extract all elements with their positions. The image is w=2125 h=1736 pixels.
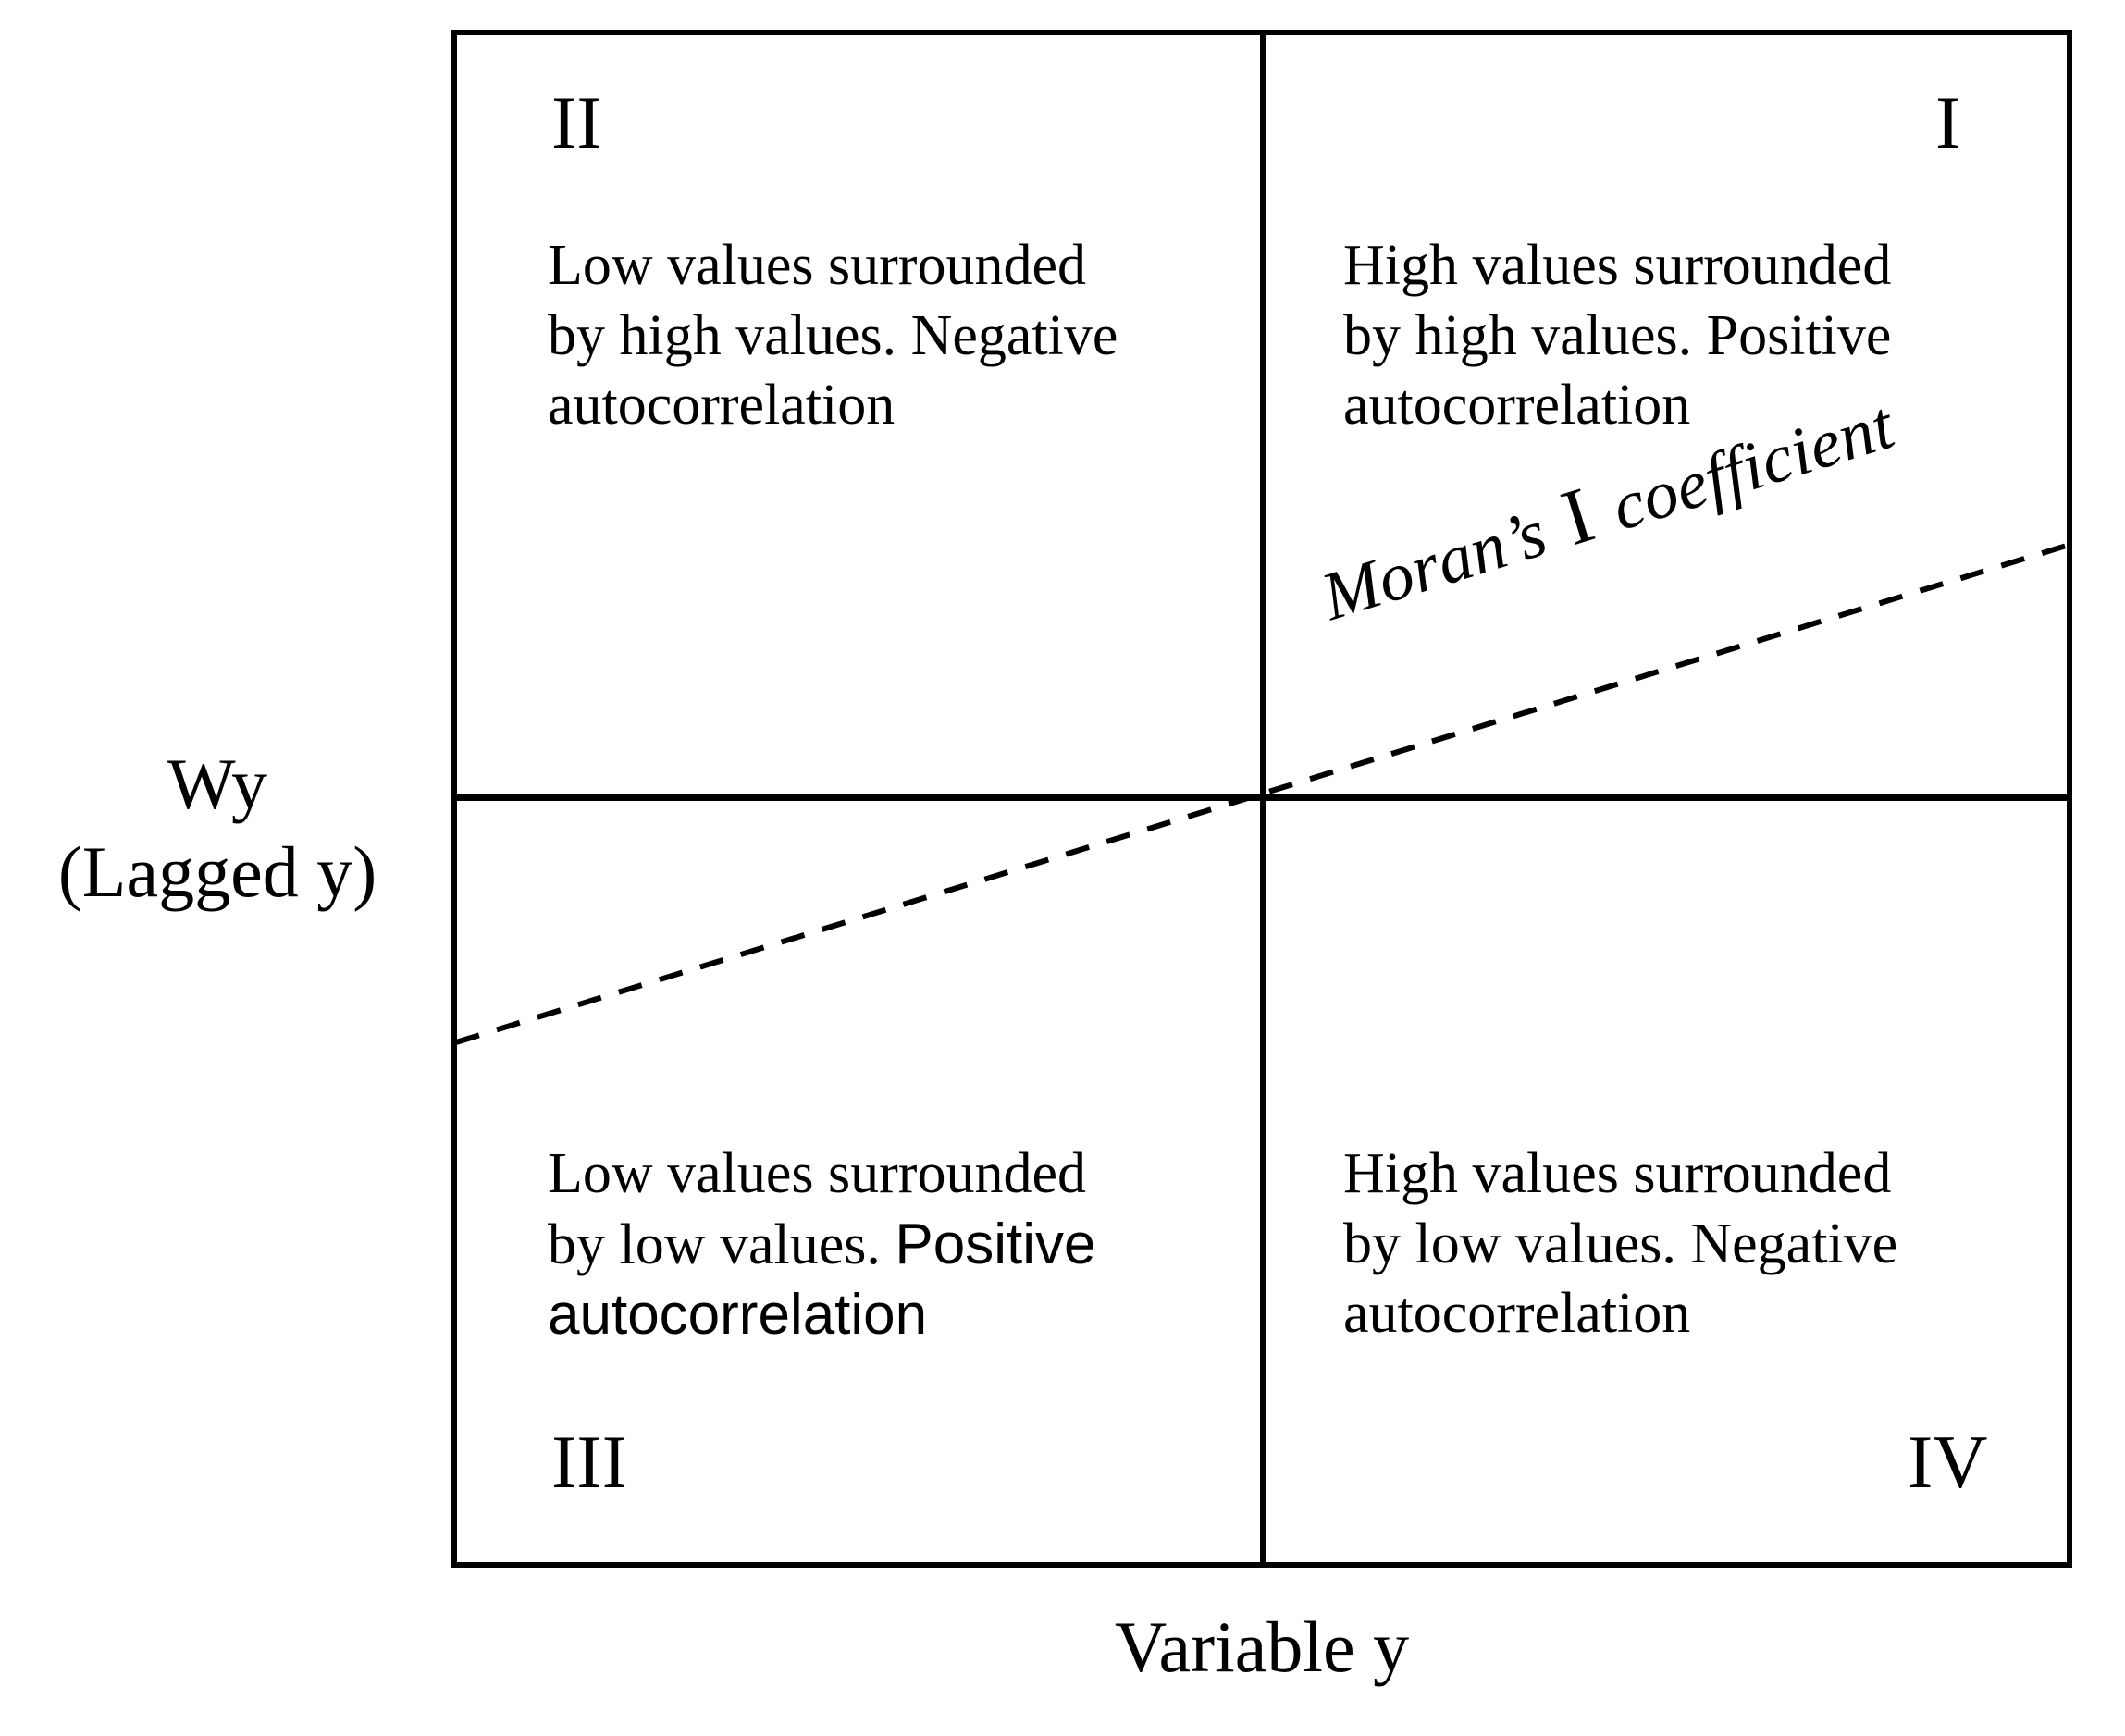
quadrant-numeral-i: I <box>1935 80 1961 165</box>
quadrant-numeral-ii: II <box>551 80 602 165</box>
quadrant-numeral-iii: III <box>551 1420 627 1504</box>
quadrant-three-description: Low values surrounded by low values. Pos… <box>548 1139 1269 1351</box>
y-axis-label: Wy (Lagged y) <box>57 744 377 913</box>
quadrant-two-description: Low values surrounded by high values. Ne… <box>548 234 1118 437</box>
quadrant-four-description: High values surrounded by low values. Ne… <box>1343 1142 1898 1346</box>
quadrant-three-description-serif: Low values surrounded by low values. <box>548 1142 1086 1276</box>
x-axis-label: Variable y <box>1114 1607 1410 1687</box>
horizontal-axis-divider <box>451 794 2072 801</box>
quadrant-numeral-iv: IV <box>1908 1420 1988 1504</box>
quadrant-one-description: High values surrounded by high values. P… <box>1343 234 1892 437</box>
quadrant-three-description-sans: Positive autocorrelation <box>548 1212 1096 1348</box>
